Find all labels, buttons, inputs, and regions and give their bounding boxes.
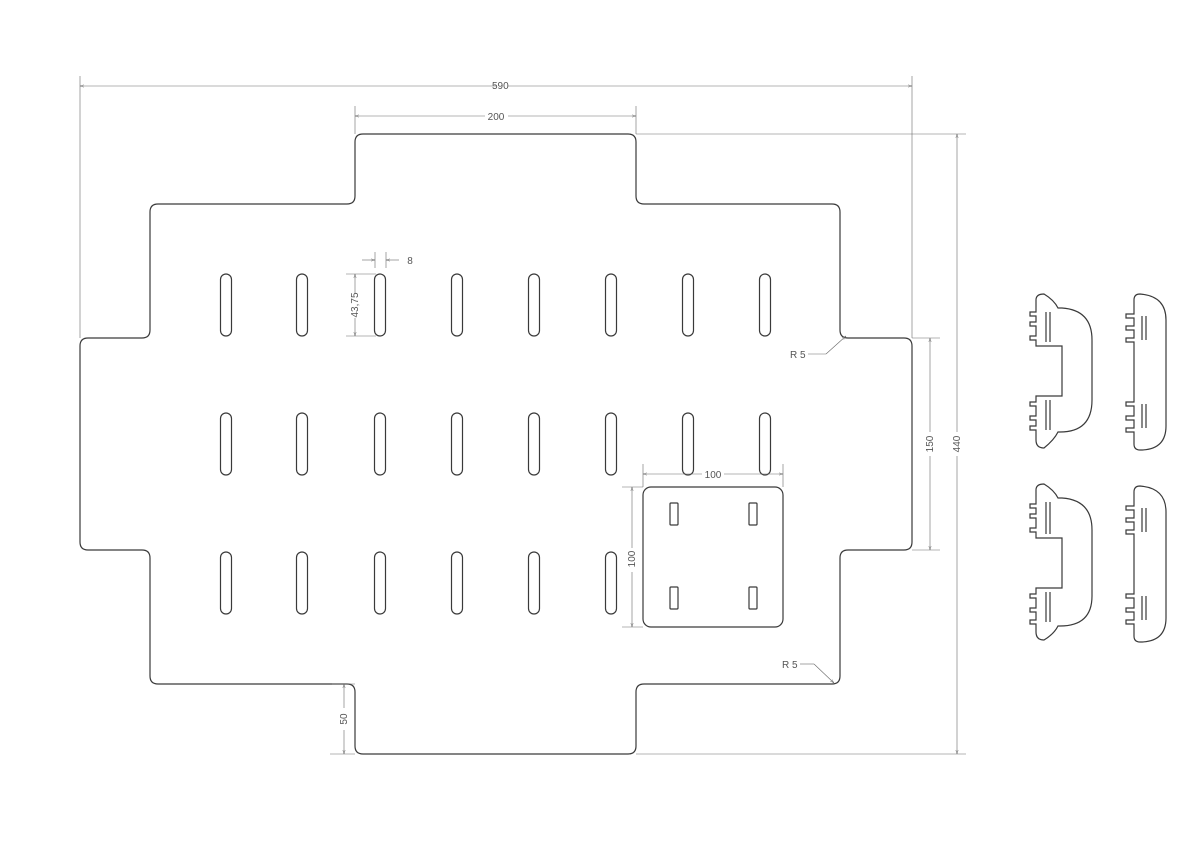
clip-part-small-top [1125,293,1167,451]
clip-part-large-top [1029,293,1093,449]
plate-outline [79,133,913,755]
dim-radius-lower-label: R 5 [782,660,798,671]
dim-top-tab-label: 200 [488,112,505,123]
dim-right-tab-label: 150 [925,435,936,452]
dim-overall-width: 590 [79,76,913,338]
slot [219,273,233,337]
slot [373,412,387,476]
dim-radius-lower: R 5 [782,660,834,683]
dim-right-tab-height: 150 [912,337,940,551]
slot [219,412,233,476]
slot [604,551,618,615]
slot [295,273,309,337]
dim-top-tab-width: 200 [354,106,637,134]
slot [681,412,695,476]
slot [373,273,387,337]
dim-square-width: 100 [642,464,784,487]
slot [758,412,772,476]
slot [527,412,541,476]
dim-square-height: 100 [622,486,643,628]
dim-bottom-tab-depth: 50 [332,683,355,754]
dim-overall-height-label: 440 [952,435,963,452]
dim-slot-width: 8 [362,252,413,268]
dim-overall-height: 440 [330,133,966,755]
dim-radius-upper: R 5 [790,336,846,361]
dim-bottom-tab-label: 50 [339,713,350,725]
clip-part-large-bottom [1029,483,1093,641]
slot [450,273,464,337]
slot [527,273,541,337]
slot [604,273,618,337]
slot [295,412,309,476]
slot [450,412,464,476]
slot [373,551,387,615]
dim-square-width-label: 100 [705,470,722,481]
mount-hole [669,502,679,526]
slot [219,551,233,615]
mount-hole [748,586,758,610]
slot [295,551,309,615]
dim-slot-width-label: 8 [407,256,413,267]
slot [681,273,695,337]
slot [527,551,541,615]
mount-hole [669,586,679,610]
dim-overall-width-label: 590 [492,81,509,92]
dim-radius-upper-label: R 5 [790,350,806,361]
dim-slot-length: 43,75 [346,273,376,337]
clip-part-small-bottom [1125,485,1167,643]
square-mount-plate [642,486,784,628]
mount-hole [748,502,758,526]
slot [758,273,772,337]
dim-slot-length-label: 43,75 [350,292,361,317]
slot-group [219,273,772,615]
dim-square-height-label: 100 [627,550,638,567]
slot [450,551,464,615]
slot [604,412,618,476]
